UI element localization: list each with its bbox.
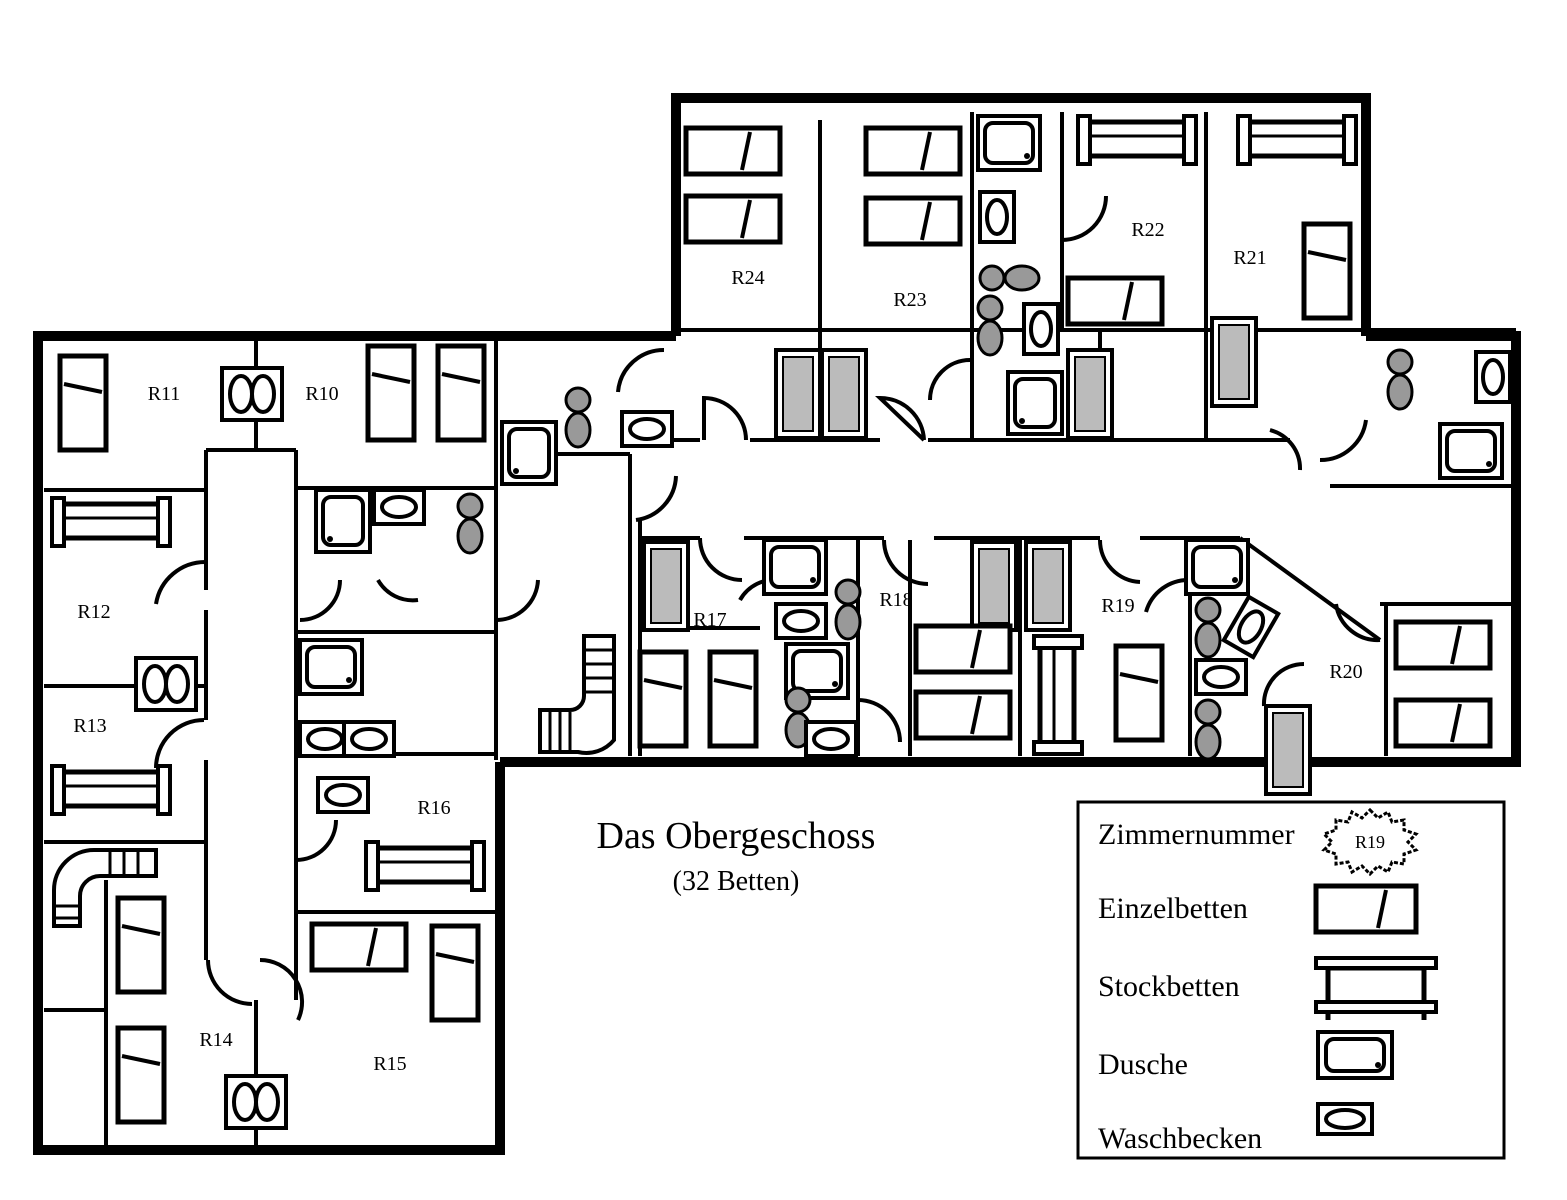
room-label-r14: R14 bbox=[199, 1029, 232, 1051]
room-label-r20: R20 bbox=[1329, 661, 1362, 683]
room-label-r17: R17 bbox=[693, 609, 726, 631]
room-label-r23: R23 bbox=[893, 289, 926, 311]
plan-title: Das Obergeschoss bbox=[597, 815, 876, 857]
furniture-north bbox=[686, 116, 1512, 480]
bunk-bed-icon bbox=[1314, 956, 1438, 1020]
room-label-r24: R24 bbox=[731, 267, 764, 289]
legend: Zimmernummer R19 Einzelbetten Stockbette… bbox=[1076, 800, 1506, 1160]
room-label-r11: R11 bbox=[148, 383, 181, 405]
room-label-r22: R22 bbox=[1131, 219, 1164, 241]
legend-label-single-beds: Einzelbetten bbox=[1098, 892, 1248, 925]
legend-label-shower: Dusche bbox=[1098, 1048, 1188, 1081]
room-labels: R24 R23 R22 R21 R11 R10 R12 R13 R16 R14 … bbox=[73, 219, 1362, 1075]
plan-subtitle: (32 Betten) bbox=[673, 866, 800, 897]
doors bbox=[154, 195, 1381, 1021]
room-number-badge-icon bbox=[1321, 807, 1419, 877]
shower-icon bbox=[1316, 1030, 1394, 1080]
room-label-r12: R12 bbox=[77, 601, 110, 623]
room-label-r10: R10 bbox=[305, 383, 338, 405]
legend-label-sink: Waschbecken bbox=[1098, 1122, 1262, 1155]
legend-room-number-sample: R19 bbox=[1355, 832, 1385, 852]
legend-label-bunk-beds: Stockbetten bbox=[1098, 970, 1240, 1003]
room-label-r21: R21 bbox=[1233, 247, 1266, 269]
staircase-east bbox=[538, 634, 616, 755]
legend-label-room-number: Zimmernummer bbox=[1098, 818, 1295, 851]
walls bbox=[33, 93, 1521, 1155]
sink-icon bbox=[1316, 1102, 1374, 1136]
single-bed-icon bbox=[1313, 883, 1419, 935]
staircase-west bbox=[52, 848, 158, 928]
room-label-r18: R18 bbox=[879, 589, 912, 611]
room-label-r19: R19 bbox=[1101, 595, 1134, 617]
room-label-r15: R15 bbox=[373, 1053, 406, 1075]
room-label-r13: R13 bbox=[73, 715, 106, 737]
room-label-r16: R16 bbox=[417, 797, 450, 819]
